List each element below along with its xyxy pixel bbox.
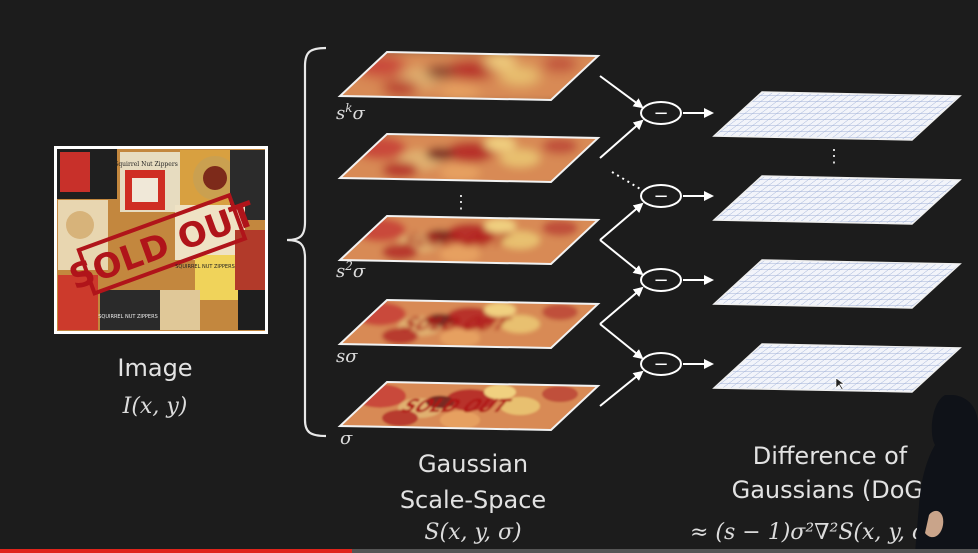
minus-node-2: − (599, 171, 714, 241)
gaussian-layer-sigma: SOLD OUT (337, 380, 601, 432)
gaussian-layer-sk (337, 50, 601, 102)
connectors: − − − − (599, 75, 714, 407)
poster-text-2: SQUIRREL NUT ZIPPERS (175, 264, 235, 270)
gaussian-layer-s: SOLD OUT (337, 298, 601, 350)
dog-layers (712, 91, 962, 393)
level-label-s2-sigma: s2σ (336, 259, 366, 282)
level-label-s-sigma: sσ (336, 346, 358, 367)
scale-brace (286, 46, 327, 438)
scale-space-title-line1: Gaussian (417, 450, 529, 478)
input-formula: I(x, y) (122, 394, 188, 419)
svg-text:−: − (653, 103, 668, 124)
svg-text:−: − (653, 186, 668, 207)
dog-formula: ≈ (s − 1)σ²∇²S(x, y, σ) (690, 520, 936, 545)
scale-space-formula: S(x, y, σ) (424, 520, 522, 545)
dog-title-line2: Gaussians (DoG) (731, 476, 933, 504)
dog-layer-2 (712, 175, 962, 225)
svg-text:−: − (653, 354, 668, 375)
scale-ellipsis: ⋮ (452, 192, 470, 213)
level-label-sigma: σ (340, 428, 353, 449)
video-progress-fill (0, 549, 353, 553)
minus-node-3: − (599, 239, 714, 325)
svg-text:SOLD OUT: SOLD OUT (395, 396, 516, 417)
dog-layer-3 (712, 259, 962, 309)
gaussian-layers: SOLD OUT SOLD OUT SOLD OUT (337, 50, 601, 432)
poster-text-1: Squirrel Nut Zippers (114, 161, 178, 168)
input-image: SOLD OUT Squirrel Nut Zippers SQUIRREL N… (54, 146, 268, 334)
dog-layer-bottom (712, 343, 962, 393)
poster-text-3: SQUIRREL NUT ZIPPERS (98, 314, 158, 320)
svg-text:SOLD OUT: SOLD OUT (395, 230, 516, 251)
dog-ellipsis: ⋮ (825, 146, 843, 167)
dog-layer-top (712, 91, 962, 141)
minus-node-4: − (599, 323, 714, 407)
presenter-silhouette (915, 395, 978, 553)
minus-node-1: − (599, 75, 714, 159)
gaussian-layer-sk-1 (337, 132, 601, 184)
svg-text:−: − (653, 270, 668, 291)
level-label-sk-sigma: skσ (336, 101, 365, 124)
mouse-cursor (835, 377, 845, 391)
gaussian-layer-s2: SOLD OUT (337, 214, 601, 266)
svg-text:SOLD OUT: SOLD OUT (395, 314, 516, 335)
input-title: Image (117, 354, 193, 382)
video-progress-bar[interactable] (0, 549, 978, 553)
scale-space-title-line2: Scale-Space (399, 486, 547, 514)
dog-title-line1: Difference of (752, 442, 908, 470)
